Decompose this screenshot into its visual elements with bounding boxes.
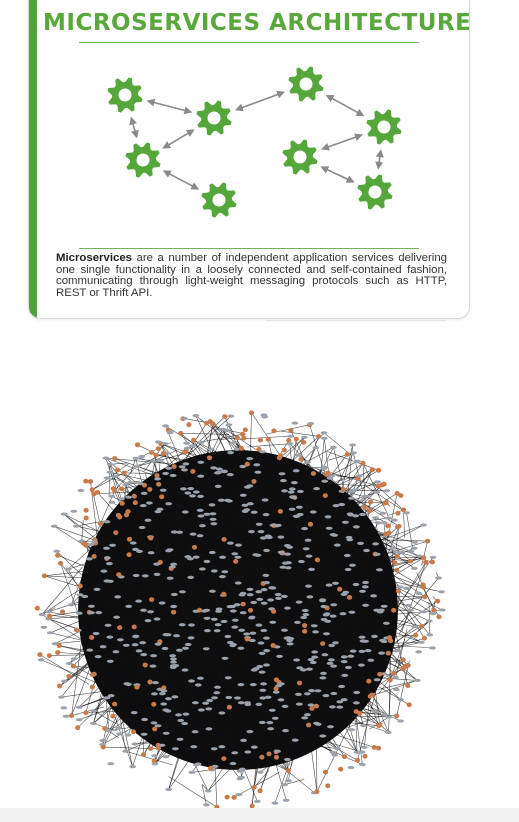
- microservices-card: MICROSERVICES ARCHITECTURE Microservices…: [28, 0, 470, 319]
- connection-arrow: [235, 90, 285, 112]
- card-accent-bar: [29, 0, 37, 318]
- connection-arrow: [129, 116, 139, 139]
- gear-icon: [282, 139, 318, 175]
- page-title: MICROSERVICES ARCHITECTURE: [43, 10, 470, 36]
- microservices-diagram: [107, 66, 402, 218]
- gear-icon: [366, 109, 402, 145]
- gear-icon: [357, 174, 393, 210]
- connection-arrow: [162, 129, 195, 149]
- connection-arrow: [375, 149, 384, 170]
- connection-arrow: [320, 166, 355, 183]
- description-text: Microservices are a number of independen…: [56, 252, 447, 299]
- description-divider: [79, 248, 419, 249]
- connection-arrow: [321, 133, 363, 151]
- gear-icon: [196, 100, 232, 136]
- connection-arrow: [162, 170, 200, 190]
- bottom-bar: [0, 808, 519, 822]
- title-divider: [79, 42, 419, 43]
- network-graph: [34, 410, 446, 810]
- connection-arrow: [146, 98, 193, 115]
- divider-line: [266, 320, 446, 321]
- gear-icon: [201, 182, 237, 218]
- gear-icon: [107, 77, 143, 113]
- network-nodes: [34, 410, 446, 810]
- connection-arrow: [325, 94, 365, 117]
- description-bold-term: Microservices: [56, 252, 132, 264]
- gear-icon: [125, 142, 161, 178]
- gear-icon: [288, 66, 324, 102]
- description-body: are a number of independent application …: [56, 252, 447, 299]
